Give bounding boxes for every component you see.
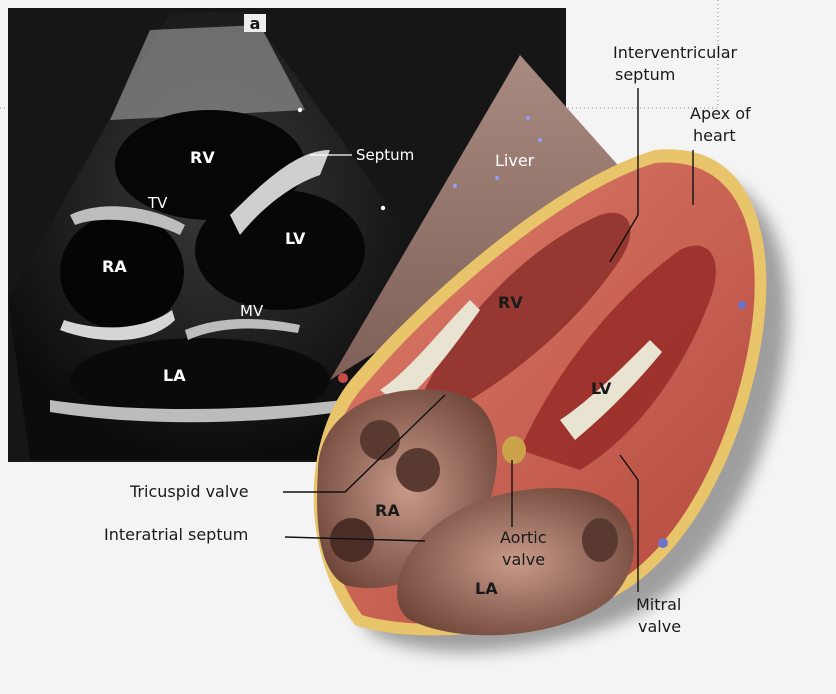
echo-label-lv: LV	[285, 229, 306, 248]
ra-orifice	[360, 420, 400, 460]
callout-interventricular-line1: Interventricular	[613, 43, 737, 62]
heart-label-la: LA	[475, 579, 498, 598]
liver-dot	[526, 116, 530, 120]
liver-dot	[495, 176, 499, 180]
mitral-leaflet	[560, 340, 662, 440]
coronary-vessel	[738, 301, 746, 309]
echo-label-rv: RV	[190, 148, 215, 167]
leader-mitral-valve	[619, 454, 639, 592]
echo-septum-wall	[230, 150, 330, 235]
callout-interventricular-line2: septum	[615, 65, 675, 84]
rv-cavity	[420, 212, 631, 400]
echo-tv-wall	[70, 206, 185, 235]
heart-label-rv: RV	[498, 293, 523, 312]
coronary-vessel	[338, 373, 348, 383]
callout-mitral-line2: valve	[638, 617, 681, 636]
ra-orifice	[396, 448, 440, 492]
heart-label-lv: LV	[591, 379, 612, 398]
echo-label-septum: Septum	[356, 146, 414, 164]
echo-dot	[297, 107, 303, 113]
la-chamber	[397, 488, 634, 636]
echo-label-ra: RA	[102, 257, 127, 276]
echo-label-la: LA	[163, 366, 186, 385]
echo-label-mv: MV	[240, 302, 264, 320]
echocardiogram-panel: a RV Septum TV LV RA MV LA	[8, 8, 566, 462]
heart-illustration: RV LV RA LA	[313, 149, 788, 653]
leader-interatrial-septum	[284, 536, 426, 542]
echo-ra-cavity	[60, 214, 184, 330]
callout-aortic-line1: Aortic	[500, 528, 547, 547]
leader-tricuspid-valve	[283, 394, 446, 493]
la-orifice	[582, 518, 618, 562]
near-field-echo	[110, 25, 305, 120]
aortic-valve-shape	[502, 436, 526, 464]
heart-label-ra: RA	[375, 501, 400, 520]
liver-label: Liver	[495, 151, 535, 170]
ra-orifice	[330, 518, 374, 562]
echo-la-cavity	[70, 338, 330, 422]
callout-tricuspid-valve: Tricuspid valve	[129, 482, 249, 501]
liver-tissue	[330, 55, 640, 380]
echo-lv-cavity	[195, 190, 365, 310]
liver-wedge: Liver	[330, 55, 640, 380]
callout-aortic-line2: valve	[502, 550, 545, 569]
liver-dot	[453, 184, 457, 188]
callouts: Interventricular septum Apex of heart Tr…	[104, 43, 751, 636]
echo-dot	[380, 205, 386, 211]
echo-corner-marker: a	[250, 14, 261, 33]
callout-mitral-line1: Mitral	[636, 595, 681, 614]
echo-label-tv: TV	[147, 194, 168, 212]
callout-apex-line1: Apex of	[690, 104, 751, 123]
leader-interventricular-septum	[609, 88, 639, 263]
echo-corner-marker-box	[244, 14, 266, 32]
callout-apex-line2: heart	[693, 126, 736, 145]
echo-mv-wall	[185, 318, 300, 340]
echo-la-wall	[50, 395, 380, 423]
callout-interatrial-septum: Interatrial septum	[104, 525, 248, 544]
tricuspid-leaflet	[380, 300, 480, 405]
coronary-vessel	[658, 538, 668, 548]
liver-dot	[538, 138, 542, 142]
echo-ra-wall	[60, 310, 175, 341]
